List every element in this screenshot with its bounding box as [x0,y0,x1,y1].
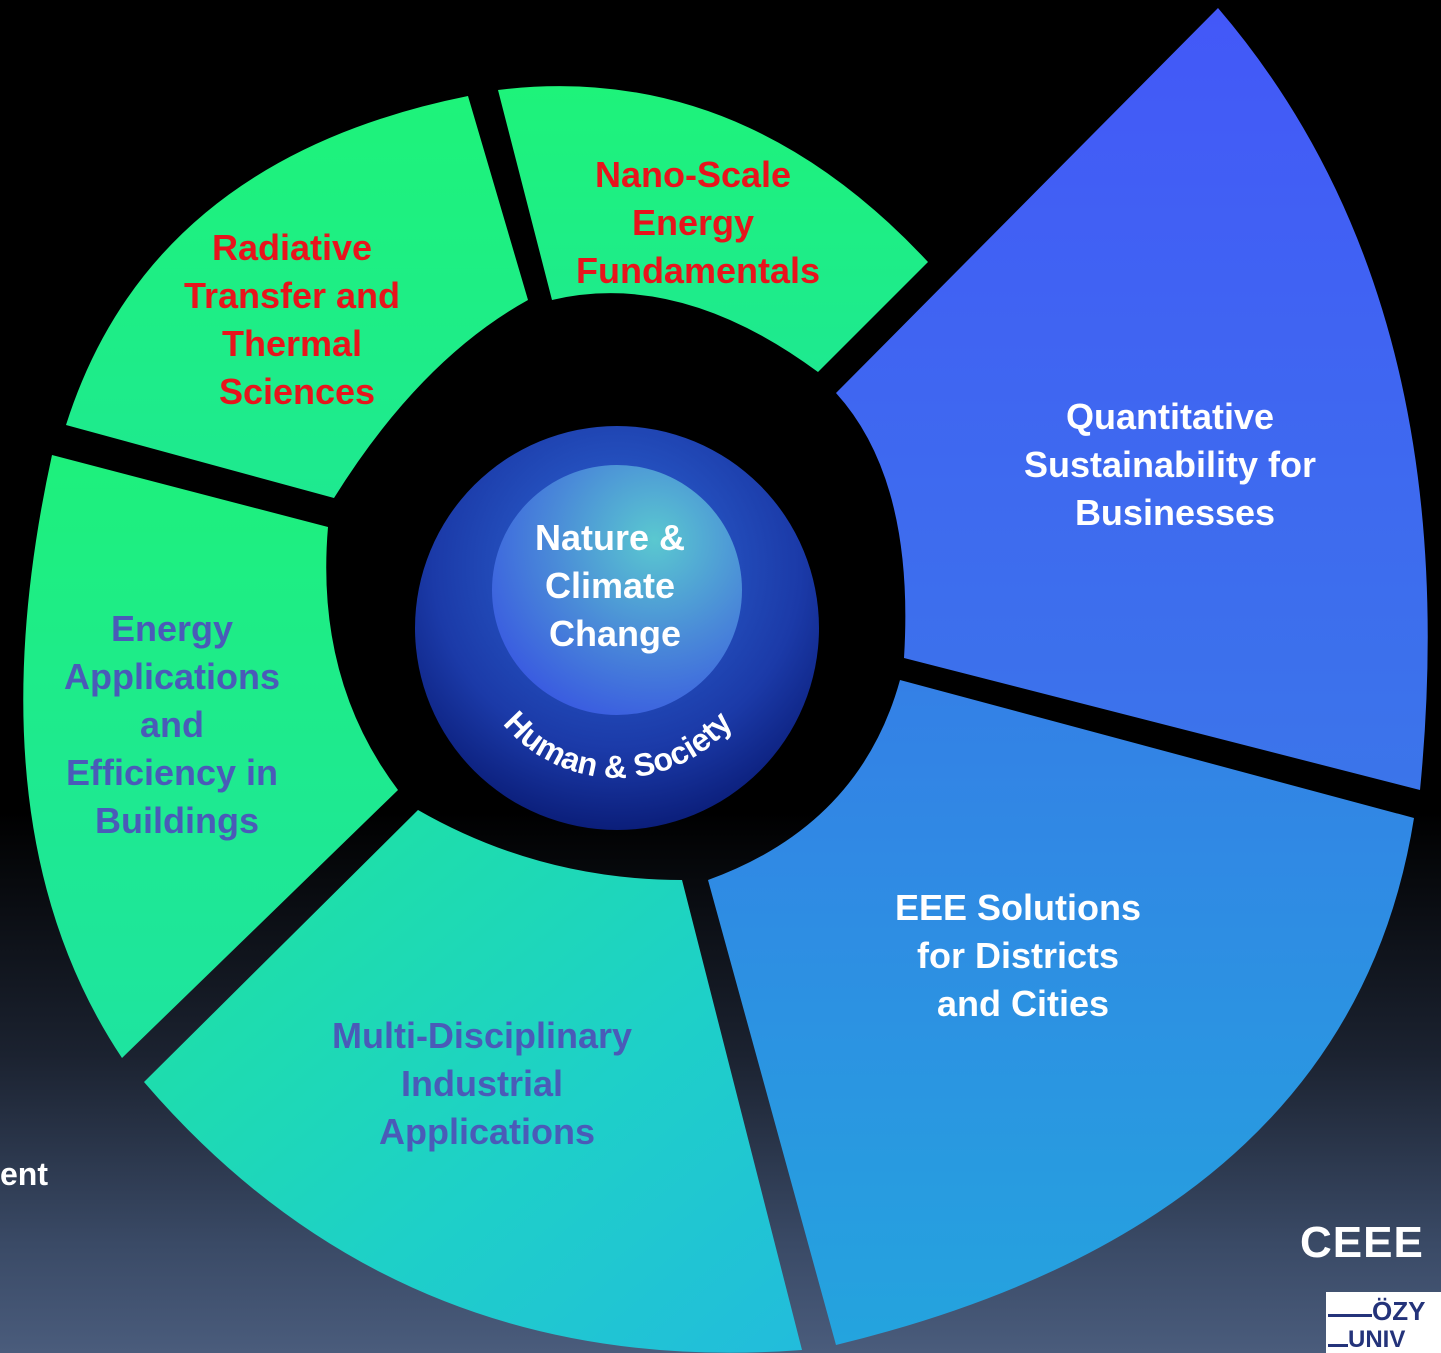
label-nano: Nano-Scale Energy Fundamentals [576,154,820,291]
label-eee: EEE Solutions for Districts and Cities [895,887,1151,1024]
segment-eee [708,680,1414,1345]
center-label: Nature & Climate Change [535,517,695,654]
segment-multi [144,810,802,1353]
university-logo: ÖZY UNIV [1326,1292,1441,1353]
label-radiative: Radiative Transfer and Thermal Sciences [184,227,410,412]
left-edge-text: ent [0,1156,48,1192]
label-energy: Energy Applications and Efficiency in Bu… [64,608,290,841]
segment-radiative [66,96,528,498]
label-multi: Multi-Disciplinary Industrial Applicatio… [332,1015,642,1152]
logo-top-text: ÖZY [1372,1296,1426,1326]
segment-energy [23,455,398,1058]
center-core [492,465,742,715]
label-quantitative: Quantitative Sustainability for Business… [1024,396,1326,533]
segment-nano [498,86,928,372]
logo-bottom-text: UNIV [1348,1326,1406,1353]
brand-title: CEEE [1300,1218,1424,1267]
segment-quantitative [836,8,1428,790]
